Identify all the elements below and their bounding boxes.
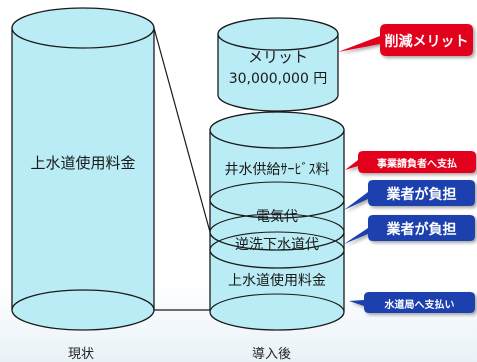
pay-water-bureau-callout-shape [349,292,475,313]
operator-burden-1-callout: 業者が負担 [386,187,457,203]
after-cylinder-stack [209,111,345,331]
pay-operator-callout: 事業請負者へ支払 [377,159,457,170]
current-caption: 現状 [68,347,95,362]
segment-well-water: 井水供給ｻｰﾋﾞｽ料 [224,162,330,178]
savings-callout: 削減メリット [384,34,469,50]
connector-top-line [153,27,211,233]
operator-burden-2-callout-shape [344,215,475,244]
operator-burden-1-callout-shape [344,180,475,210]
pay-water-bureau-callout: 水道局へ支払い [384,300,455,311]
savings-callout-shape [338,24,473,56]
pay-operator-callout-shape [345,151,476,173]
segment-sewage: 逆洗下水道代 [235,237,319,253]
merit-cylinder [217,17,339,112]
current-cylinder [11,7,155,331]
merit-line-1: メリット [247,48,308,66]
operator-burden-2-callout: 業者が負担 [386,222,457,238]
after-caption: 導入後 [252,347,292,362]
merit-line-2: 30,000,000 円 [228,71,328,87]
segment-electricity: 電気代 [256,209,298,225]
current-label: 上水道使用料金 [30,154,136,172]
segment-water-fee: 上水道使用料金 [228,273,326,289]
